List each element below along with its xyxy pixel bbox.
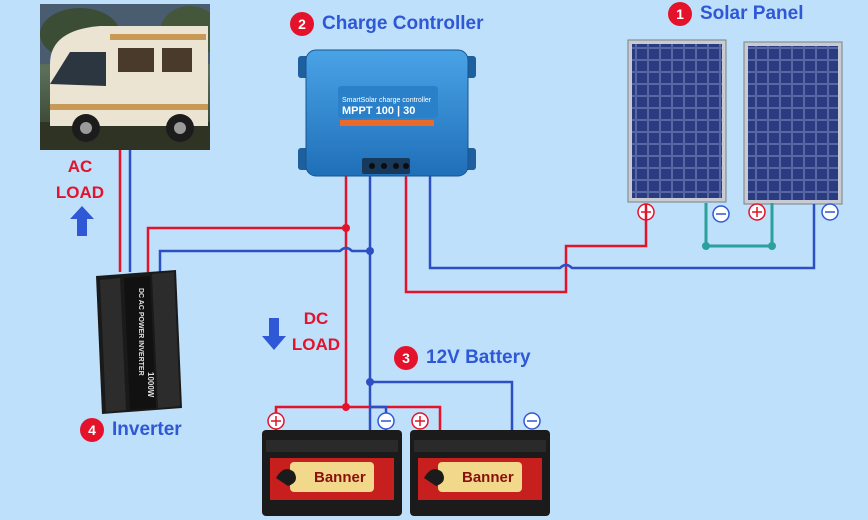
badge-4: 4	[80, 418, 104, 442]
badge-1: 1	[668, 2, 692, 26]
controller-model-name: MPPT 100 | 30	[342, 105, 415, 117]
ac-load-label: AC LOAD	[55, 157, 105, 202]
solar-panel-2	[743, 41, 843, 205]
pv-positive-wire	[404, 170, 648, 294]
battery-label: 12V Battery	[426, 347, 531, 368]
controller-model-line: SmartSolar charge controller	[342, 97, 432, 104]
down-arrow-icon	[262, 318, 286, 350]
pv-negative-wire	[428, 170, 816, 270]
panel-terminal-markers	[637, 203, 839, 223]
solar-panel-1	[627, 39, 727, 203]
inverter-callout: 4 Inverter	[80, 418, 182, 442]
battery-2	[410, 430, 550, 516]
solar-panel-label: Solar Panel	[700, 3, 804, 24]
battery-callout: 3 12V Battery	[394, 346, 531, 370]
inverter-brand-line: DC AC POWER INVERTER	[137, 288, 144, 376]
charge-controller-label: Charge Controller	[322, 13, 484, 34]
badge-3: 3	[394, 346, 418, 370]
solar-panel-callout: 1 Solar Panel	[668, 2, 804, 26]
dc-load-label: DC LOAD	[291, 309, 341, 354]
up-arrow-icon	[70, 206, 94, 236]
battery-2-brand: Banner	[462, 469, 514, 486]
inverter-unit	[96, 270, 182, 414]
charge-controller-callout: 2 Charge Controller	[290, 12, 484, 36]
battery-terminal-markers	[267, 412, 541, 430]
charge-controller	[298, 49, 476, 177]
panel-series-link	[704, 203, 774, 248]
inverter-rating: 1000W	[146, 372, 155, 398]
badge-2: 2	[290, 12, 314, 36]
motorhome-photo	[40, 4, 210, 150]
battery-1-brand: Banner	[314, 469, 366, 486]
battery-1	[262, 430, 402, 516]
inverter-label: Inverter	[112, 419, 182, 440]
